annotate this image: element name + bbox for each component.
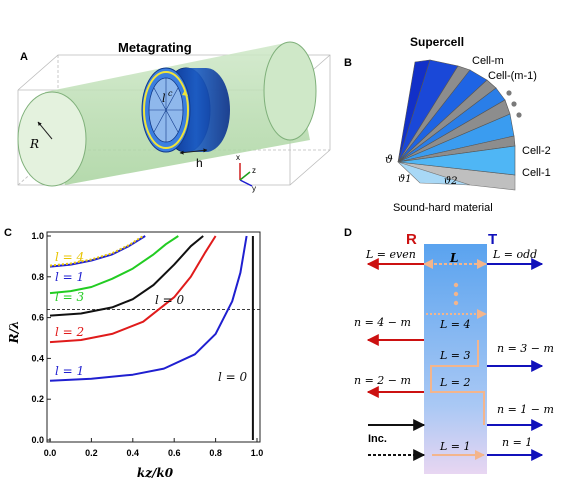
annotation-l2: l = 2 <box>55 325 84 339</box>
metagrating-ring <box>141 67 230 153</box>
plot-area <box>46 231 261 443</box>
l1-label: L = 1 <box>439 440 471 453</box>
transmitted-arrows <box>487 258 544 461</box>
annotation-l1-upper: l = 1 <box>55 270 84 284</box>
path-dots <box>453 282 459 306</box>
panel-b: B Supercell Cell-m Cell-(m-1) Cell-2 Cel… <box>344 35 551 214</box>
thickness-arrow <box>179 148 208 155</box>
cell-label-m: Cell-m <box>472 55 504 67</box>
x-tick-label: 1.0 <box>251 448 264 458</box>
axis-y-label: y <box>252 184 256 193</box>
series-line-2 <box>49 235 204 317</box>
axis-z-label: z <box>252 166 256 175</box>
material-label: Sound-hard material <box>393 202 493 214</box>
cell-label-1: Cell-1 <box>522 167 551 179</box>
supercell-fan <box>397 59 516 191</box>
ell-label: l <box>162 92 166 105</box>
x-tick-label: 0.2 <box>85 448 98 458</box>
panel-c-letter: C <box>4 227 12 239</box>
y-tick-label: 1.0 <box>31 231 44 241</box>
series-line-3 <box>49 235 179 295</box>
series-line-1 <box>49 235 217 344</box>
x-tick-label: 0.8 <box>209 448 222 458</box>
thickness-label: h <box>196 156 203 170</box>
radius-arrow <box>37 121 53 140</box>
x-axis-label: kz/k0 <box>137 466 174 480</box>
annotation-l3: l = 3 <box>55 290 85 304</box>
n-2-m-label: n = 2 − m <box>354 374 411 387</box>
reflected-arrows <box>366 258 424 398</box>
l-top-label: L <box>449 251 458 265</box>
panel-b-letter: B <box>344 57 352 69</box>
ellipsis-dots <box>506 90 522 118</box>
x-tick-label: 0.4 <box>127 448 140 458</box>
circulation-path <box>143 71 189 149</box>
reflection-label: R <box>406 231 417 248</box>
annotation-l4: l = 4 <box>55 250 84 264</box>
axis-x-label: x <box>236 153 240 162</box>
transmission-label: T <box>488 231 497 248</box>
panel-d-letter: D <box>344 227 352 239</box>
x-tick-label: 0.6 <box>168 448 181 458</box>
cylinder-end-right <box>263 41 317 141</box>
series-line-5 <box>49 235 144 267</box>
l4-label: L = 4 <box>439 318 471 331</box>
axis-triad: x z y <box>236 153 256 193</box>
panel-a-letter: A <box>20 51 28 63</box>
n-1-m-label: n = 1 − m <box>497 403 554 416</box>
panel-a: A Metagrating R <box>17 40 331 193</box>
angle-theta2: ϑ2 <box>444 176 458 187</box>
x-tick-label: 0.0 <box>44 448 57 458</box>
y-tick-label: 0.6 <box>31 313 44 323</box>
y-tick-label: 0.4 <box>31 353 44 363</box>
l-even-label: L = even <box>365 248 416 261</box>
ell-sup-label: c <box>168 89 173 98</box>
panel-c: C 0.0 0.2 0.4 0.6 0.8 1.0 0.0 0.2 0.4 0.6 0.8 1.0 R… <box>4 227 263 480</box>
cell-label-2: Cell-2 <box>522 145 551 157</box>
panel-d: D R T L = ev <box>344 227 554 474</box>
y-tick-label: 0.0 <box>31 435 44 445</box>
metagrating-column <box>424 244 487 474</box>
radius-label: R <box>29 137 39 151</box>
angle-theta1: ϑ1 <box>398 174 412 185</box>
series-line-0 <box>49 235 248 382</box>
y-tick-label: 0.2 <box>31 394 44 404</box>
n-1-label: n = 1 <box>502 436 532 449</box>
annotation-l0-mid: l = 0 <box>155 293 185 307</box>
annotation-l0-right: l = 0 <box>218 370 248 384</box>
circulation-arrowhead <box>182 90 188 96</box>
chart-marks: 0.0 0.2 0.4 0.6 0.8 1.0 0.0 0.2 0.4 0.6 0.8 1.0 <box>31 231 263 458</box>
y-tick-label: 0.8 <box>31 272 44 282</box>
panel-b-title: Supercell <box>410 35 464 49</box>
l3-label: L = 3 <box>439 349 471 362</box>
n-3-m-label: n = 3 − m <box>497 342 554 355</box>
cell-label-m-1: Cell-(m-1) <box>488 70 537 82</box>
l-odd-label: L = odd <box>492 248 537 261</box>
angle-theta: ϑ <box>385 153 393 166</box>
annotation-l1-lower: l = 1 <box>55 364 84 378</box>
incident-label: Inc. <box>368 433 387 445</box>
l2-label: L = 2 <box>439 376 471 389</box>
n-4-m-label: n = 4 − m <box>354 316 411 329</box>
y-axis-label: R/λ <box>7 321 21 345</box>
panel-a-title: Metagrating <box>118 40 192 55</box>
scattering-path <box>423 259 487 460</box>
